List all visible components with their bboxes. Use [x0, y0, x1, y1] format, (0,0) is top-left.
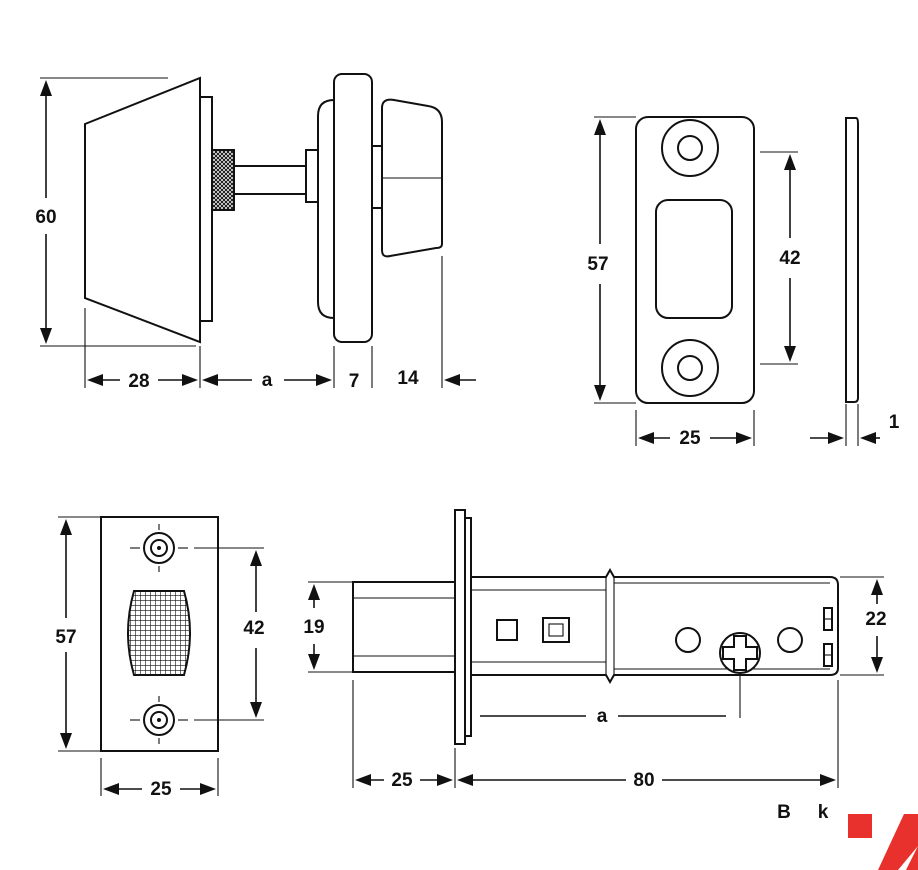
dim-rose-7: 7	[349, 371, 360, 392]
knob-cone	[84, 76, 201, 344]
dim-base-width-28: 28	[128, 371, 149, 392]
spindle	[233, 165, 307, 195]
footer-label-b: B	[777, 802, 791, 823]
brand-logo	[848, 814, 918, 870]
dim-faceplate-hole-spacing-42: 42	[243, 618, 264, 639]
rose-inner	[317, 98, 335, 320]
dim-strike-width-25: 25	[679, 428, 701, 449]
knob-assembly-view: 60 28 a 7 14	[35, 73, 476, 392]
dim-faceplate-height-57: 57	[55, 627, 76, 648]
faceplate-view: 57 42 25	[55, 516, 265, 800]
dim-knob-14: 14	[397, 368, 419, 389]
brand-logo-chevron	[878, 814, 918, 870]
knurled-collar	[211, 149, 235, 211]
dim-height-60: 60	[35, 207, 56, 228]
dim-bolt-projection-25: 25	[391, 770, 413, 791]
spindle-sleeve	[305, 149, 319, 203]
latch-side-view: 19 22 a 25 80	[303, 509, 887, 791]
dim-bolt-height-19: 19	[303, 617, 324, 638]
dim-strike-thickness-1: 1	[889, 412, 900, 433]
dim-body-height-22: 22	[865, 609, 886, 630]
latch-bolt	[352, 581, 456, 673]
footer-label-k: k	[818, 802, 829, 823]
dim-strike-hole-spacing-42: 42	[779, 248, 800, 269]
strike-plate-side	[845, 117, 859, 403]
faceplate-edge	[454, 509, 466, 745]
latch-bolt-face	[127, 590, 191, 676]
tube-window-left	[496, 619, 518, 641]
dim-latch-spindle-a: a	[597, 706, 608, 727]
latch-tube	[470, 567, 839, 685]
brand-logo-square	[848, 814, 872, 838]
dim-backset-80: 80	[633, 770, 654, 791]
knob-neck	[371, 145, 383, 209]
strike-opening	[655, 199, 733, 319]
rose	[333, 73, 373, 343]
knob-base-plate	[199, 96, 213, 322]
dim-faceplate-width-25: 25	[150, 779, 172, 800]
strike-plate-view: 57 42 25 1	[587, 116, 900, 449]
dim-spindle-a: a	[262, 370, 273, 391]
tube-window-right	[542, 617, 570, 643]
dim-strike-height-57: 57	[587, 254, 608, 275]
